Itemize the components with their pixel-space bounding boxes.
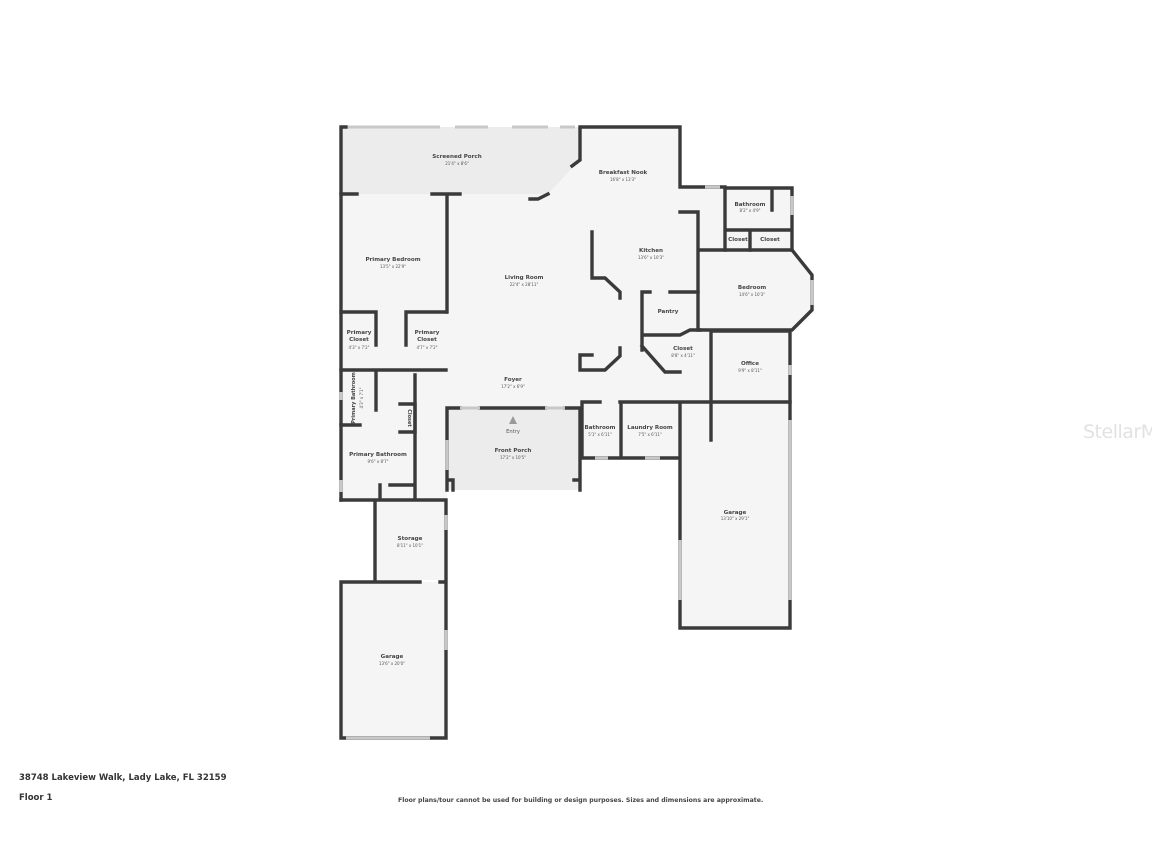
room-name: Garage	[724, 510, 747, 516]
room-name: Front Porch	[495, 448, 532, 454]
room-dims: 8'8" x 4'11"	[671, 353, 695, 358]
windows	[339, 125, 814, 740]
room-name: Office	[741, 361, 759, 367]
room-dims: 7'5" x 6'11"	[638, 432, 662, 437]
room-dims: 13'6" x 20'0"	[379, 661, 405, 666]
room-dims: 5'1" x 6'11"	[588, 432, 612, 437]
room-dims: 9'6" x 8'7"	[368, 459, 389, 464]
room-name: Garage	[381, 654, 404, 660]
watermark-logo: StellarMLS	[1083, 421, 1152, 443]
room-dims: 9'9" x 8'11"	[738, 368, 762, 373]
floor-label: Floor 1	[19, 793, 53, 803]
room-name: Closet	[728, 237, 748, 243]
rotated-label: Primary Bathroom 4'3" x 7'1"	[351, 372, 364, 424]
room-name: Laundry Room	[627, 425, 673, 431]
rotated-label: Closet	[406, 409, 412, 427]
room-dims: 8'2" x 4'9"	[740, 208, 761, 213]
room-name: Foyer	[504, 377, 522, 383]
room-dims: 4'3" x 7'1"	[359, 387, 364, 408]
entry-label: Entry	[506, 429, 520, 435]
room-dims: 13'10" x 29'1"	[721, 516, 750, 521]
room-name: Screened Porch	[432, 154, 481, 160]
room-name-line: Closet	[417, 337, 437, 343]
room-name: Closet	[406, 409, 412, 427]
floor-fills	[341, 127, 812, 738]
room-name-line: Primary	[347, 330, 372, 336]
disclaimer-text: Floor plans/tour cannot be used for buil…	[398, 797, 764, 804]
room-name: Pantry	[658, 309, 679, 315]
room-labels: Screened Porch 21'4" x 8'6" Breakfast No…	[347, 154, 781, 666]
room-dims: 13'5" x 22'9"	[380, 264, 406, 269]
room-dims: 21'4" x 8'6"	[445, 161, 469, 166]
room-name: Bedroom	[738, 285, 767, 291]
room-dims: 22'4" x 28'11"	[510, 282, 539, 287]
room-name: Primary Bedroom	[365, 257, 420, 263]
room-dims: 17'2" x 10'5"	[500, 455, 526, 460]
entry-marker-icon	[509, 416, 517, 424]
room-dims: 16'8" x 13'3"	[610, 177, 636, 182]
room-dims: 13'6" x 10'3"	[638, 255, 664, 260]
room-name: Living Room	[505, 275, 544, 281]
room-name-line: Closet	[349, 337, 369, 343]
room-name: Bathroom	[735, 202, 766, 208]
room-name: Primary Bathroom	[351, 372, 357, 424]
room-name: Bathroom	[585, 425, 616, 431]
room-name: Closet	[673, 346, 693, 352]
room-name: Storage	[398, 536, 423, 542]
room-dims: 8'11" x 10'1"	[397, 543, 423, 548]
room-dims: 14'6" x 10'3"	[739, 292, 765, 297]
room-dims: 4'3" x 7'2"	[349, 345, 370, 350]
walls	[339, 125, 814, 740]
room-name-line: Primary	[415, 330, 440, 336]
room-dims: 4'7" x 7'2"	[417, 345, 438, 350]
room-dims: 17'2" x 6'9"	[501, 384, 525, 389]
room-name: Primary Bathroom	[349, 452, 407, 458]
room-name: Breakfast Nook	[599, 170, 648, 176]
room-name: Kitchen	[639, 248, 663, 254]
address-label: 38748 Lakeview Walk, Lady Lake, FL 32159	[19, 773, 227, 783]
room-name: Closet	[760, 237, 780, 243]
